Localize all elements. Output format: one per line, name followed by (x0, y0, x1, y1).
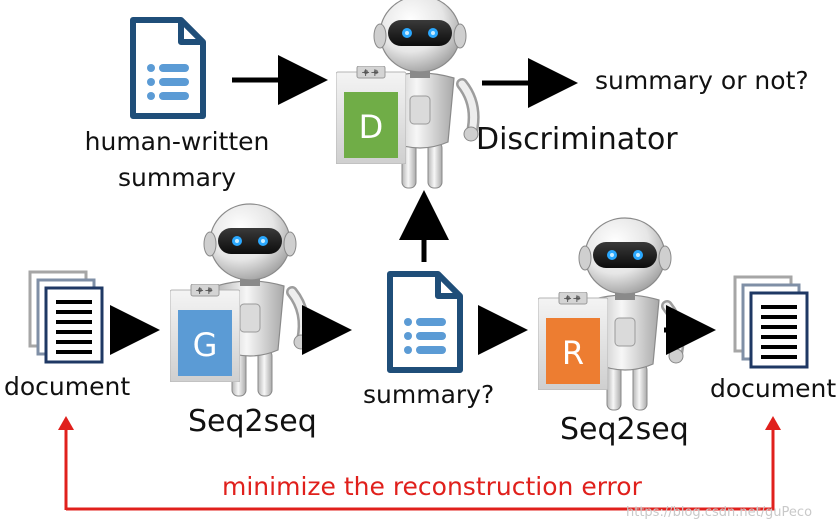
d-clip-pin: ++ (361, 66, 380, 79)
reconstruction-error-loop (58, 416, 781, 511)
watermark: https://blog.csdn.net/guPeco (626, 505, 813, 520)
human-written-line-1: human-written (84, 127, 270, 156)
seq2seq-generator-label: Seq2seq (188, 404, 317, 439)
loop-left-arrowhead (58, 416, 74, 430)
human-written-summary-label: human-written summary (82, 124, 272, 196)
g-board-letter: G (192, 326, 218, 364)
flow-arrows (110, 55, 716, 355)
r-board (546, 318, 600, 384)
summary-or-not-label: summary or not? (595, 66, 809, 95)
output-document-stack-icon (733, 275, 809, 369)
seq2seq-reconstructor-label: Seq2seq (560, 412, 689, 447)
discriminator-clipboard-icon (336, 66, 406, 164)
d-board-letter: D (358, 108, 384, 146)
r-board-letter: R (561, 334, 585, 372)
human-summary-document-icon (133, 20, 203, 116)
summary-question-label: summary? (363, 380, 495, 409)
input-document-stack-icon (28, 270, 104, 364)
document-left-label: document (4, 372, 131, 401)
document-right-label: document (710, 374, 837, 403)
reconstructor-clipboard-icon (538, 292, 608, 390)
loop-bottom-line (66, 428, 775, 511)
g-clip-pin: ++ (195, 284, 214, 297)
reconstruction-error-label: minimize the reconstruction error (222, 472, 642, 501)
g-board (178, 310, 232, 376)
d-board (344, 92, 398, 158)
human-written-line-2: summary (118, 163, 236, 192)
loop-right-arrowhead (765, 416, 781, 430)
generated-summary-document-icon (390, 274, 460, 370)
r-clip-pin: ++ (563, 292, 582, 305)
generator-clipboard-icon (170, 284, 240, 382)
discriminator-label: Discriminator (476, 122, 678, 157)
